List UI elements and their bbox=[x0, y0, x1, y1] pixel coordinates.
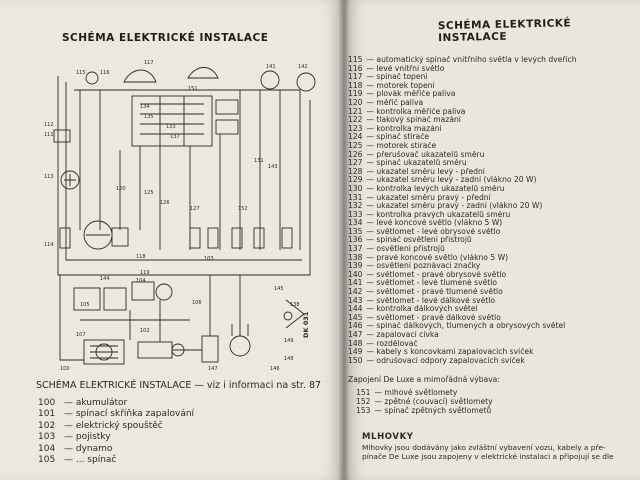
diagram-caption: SCHÉMA ELEKTRICKÉ INSTALACE — viz i info… bbox=[36, 380, 322, 391]
svg-text:138: 138 bbox=[290, 302, 300, 308]
svg-text:115: 115 bbox=[76, 70, 86, 76]
legend-item: 152 — zpětné (couvací) světlomety bbox=[356, 397, 493, 407]
legend-item: 133 — kontrolka pravých ukazatelů směru bbox=[348, 210, 511, 219]
legend-item: 143 — světlomet - levé dálkové světlo bbox=[348, 296, 496, 305]
svg-text:125: 125 bbox=[144, 190, 154, 196]
legend-item: 135 — světlomet - levé obrysové světlo bbox=[348, 227, 501, 236]
legend-item: 127 — spínač ukazatelů směru bbox=[348, 159, 467, 168]
right-page-title: SCHÉMA ELEKTRICKÉ INSTALACE bbox=[437, 17, 572, 45]
legend-item: 105— ... spínač bbox=[38, 455, 117, 466]
legend-item: 123 — kontrolka mazání bbox=[348, 124, 442, 133]
legend-item: 148 — rozdělovač bbox=[348, 339, 418, 348]
legend-item: 144 — kontrolka dálkových světel bbox=[348, 305, 478, 314]
left-page-title: SCHÉMA ELEKTRICKÉ INSTALACE bbox=[62, 32, 269, 44]
svg-text:116: 116 bbox=[100, 70, 110, 76]
legend-item: 132 — ukazatel směru pravý - zadní (vlák… bbox=[348, 202, 543, 211]
legend-item: 101— spínací skříňka zapalování bbox=[38, 409, 195, 420]
legend-item: 149 — kabely s koncovkami zapalovacích s… bbox=[348, 348, 534, 357]
legend-item: 118 — motorek topení bbox=[348, 81, 435, 90]
legend-item: 151 — mlhové světlomety bbox=[356, 388, 458, 397]
legend-item: 129 — ukazatel směru levý - zadní (vlákn… bbox=[348, 176, 537, 185]
svg-text:146: 146 bbox=[270, 366, 280, 372]
svg-text:118: 118 bbox=[136, 254, 146, 260]
svg-text:134: 134 bbox=[140, 104, 150, 110]
legend-item: 104— dynamo bbox=[38, 443, 113, 454]
legend-item: 141 — světlomet - levé tlumené světlo bbox=[348, 279, 497, 288]
legend-item: 116 — levé vnitřní světlo bbox=[348, 64, 445, 73]
legend-item: 136 — spínač osvětlení přístrojů bbox=[348, 236, 472, 245]
paragraph-line: pínače De Luxe jsou zapojeny v elektrick… bbox=[362, 452, 614, 461]
legend-item: 125 — motorek stírače bbox=[348, 141, 437, 150]
legend-item: 102— elektrický spouštěč bbox=[38, 420, 163, 431]
svg-text:119: 119 bbox=[140, 270, 150, 276]
svg-text:145: 145 bbox=[274, 286, 284, 292]
svg-text:100: 100 bbox=[60, 366, 70, 372]
deluxe-note: Zapojení De Luxe a mimořádná výbava: bbox=[348, 375, 500, 384]
legend-item: 131 — ukazatel směru pravý - přední bbox=[348, 193, 491, 202]
right-legend: 115 — automatický spínač vnitřního světl… bbox=[348, 56, 636, 365]
svg-text:112: 112 bbox=[44, 122, 54, 128]
svg-text:142: 142 bbox=[298, 64, 308, 70]
legend-item: 119 — plovák měřiče paliva bbox=[348, 90, 456, 99]
book-gutter bbox=[338, 0, 350, 480]
right-page bbox=[344, 0, 640, 480]
legend-item: 147 — zapalovací cívka bbox=[348, 331, 439, 339]
legend-item: 117 — spínač topení bbox=[348, 73, 428, 82]
legend-item: 139 — osvětlení poznávací značky bbox=[348, 262, 481, 271]
section-heading: MLHOVKY bbox=[362, 432, 414, 442]
legend-item: 138 — pravé koncové světlo (vlákno 5 W) bbox=[348, 253, 509, 262]
legend-item: 115 — automatický spínač vnitřního světl… bbox=[348, 56, 577, 64]
extra-legend: 151 — mlhové světlomety 152 — zpětné (co… bbox=[356, 388, 493, 416]
legend-item: 121 — kontrolka měřiče paliva bbox=[348, 107, 466, 116]
svg-text:127: 127 bbox=[190, 206, 200, 212]
svg-text:126: 126 bbox=[160, 200, 170, 206]
legend-item: 128 — ukazatel směru levý - přední bbox=[348, 167, 485, 176]
svg-text:111: 111 bbox=[44, 132, 54, 138]
legend-item: 142 — světlomet - pravé tlumené světlo bbox=[348, 288, 503, 297]
legend-item: 145 — světlomet - pravé dálkové světlo bbox=[348, 313, 501, 322]
legend-item: 100— akumulátor bbox=[38, 398, 128, 408]
svg-text:137: 137 bbox=[170, 134, 180, 140]
legend-item: 126 — přerušovač ukazatelů směru bbox=[348, 150, 485, 159]
section-paragraph: Mlhovky jsou dodávány jako zvláštní vyba… bbox=[362, 444, 632, 462]
svg-text:131: 131 bbox=[254, 158, 264, 164]
legend-item: 130 — kontrolka levých ukazatelů směru bbox=[348, 184, 505, 193]
legend-item: 103— pojistky bbox=[38, 432, 111, 443]
svg-text:143: 143 bbox=[268, 164, 278, 170]
svg-text:135: 135 bbox=[144, 114, 154, 120]
wiring-diagram: 115 116 117 151 141 142 134 135 133 137 … bbox=[44, 60, 316, 372]
svg-text:106: 106 bbox=[192, 300, 202, 306]
svg-text:114: 114 bbox=[44, 242, 54, 248]
left-legend: 100— akumulátor 101— spínací skříňka zap… bbox=[38, 398, 194, 466]
legend-item: 146 — spínač dálkových, tlumených a obry… bbox=[348, 322, 566, 331]
legend-item: 150 — odrušovací odpory zapalovacích sví… bbox=[348, 356, 525, 365]
paragraph-line: Mlhovky jsou dodávány jako zvláštní vyba… bbox=[362, 444, 606, 452]
svg-text:102: 102 bbox=[140, 328, 150, 334]
legend-item: 134 — levé koncové světlo (vlákno 5 W) bbox=[348, 219, 503, 228]
svg-text:148: 148 bbox=[284, 356, 294, 362]
svg-text:103: 103 bbox=[204, 256, 214, 262]
svg-text:104: 104 bbox=[136, 278, 146, 284]
svg-text:105: 105 bbox=[80, 302, 90, 308]
legend-item: 140 — světlomet - pravé obrysové světlo bbox=[348, 270, 507, 279]
svg-text:151: 151 bbox=[188, 86, 198, 92]
svg-text:141: 141 bbox=[266, 64, 276, 70]
legend-item: 153 — spínač zpětných světlometů bbox=[356, 406, 492, 416]
svg-text:147: 147 bbox=[208, 366, 218, 372]
legend-item: 124 — spínač stírače bbox=[348, 133, 430, 142]
svg-text:113: 113 bbox=[44, 174, 54, 180]
left-page bbox=[0, 0, 344, 480]
svg-text:149: 149 bbox=[284, 338, 294, 344]
diagram-side-label: DK 031 bbox=[302, 311, 310, 338]
legend-item: 120 — měřič paliva bbox=[348, 98, 424, 107]
svg-text:120: 120 bbox=[116, 186, 126, 192]
svg-text:117: 117 bbox=[144, 60, 154, 66]
svg-text:107: 107 bbox=[76, 332, 86, 338]
svg-text:144: 144 bbox=[100, 276, 110, 282]
svg-text:152: 152 bbox=[238, 206, 248, 212]
legend-item: 122 — tlakový spínač mazání bbox=[348, 116, 461, 125]
legend-item: 137 — osvětlení přístrojů bbox=[348, 245, 445, 254]
svg-text:133: 133 bbox=[166, 124, 176, 130]
